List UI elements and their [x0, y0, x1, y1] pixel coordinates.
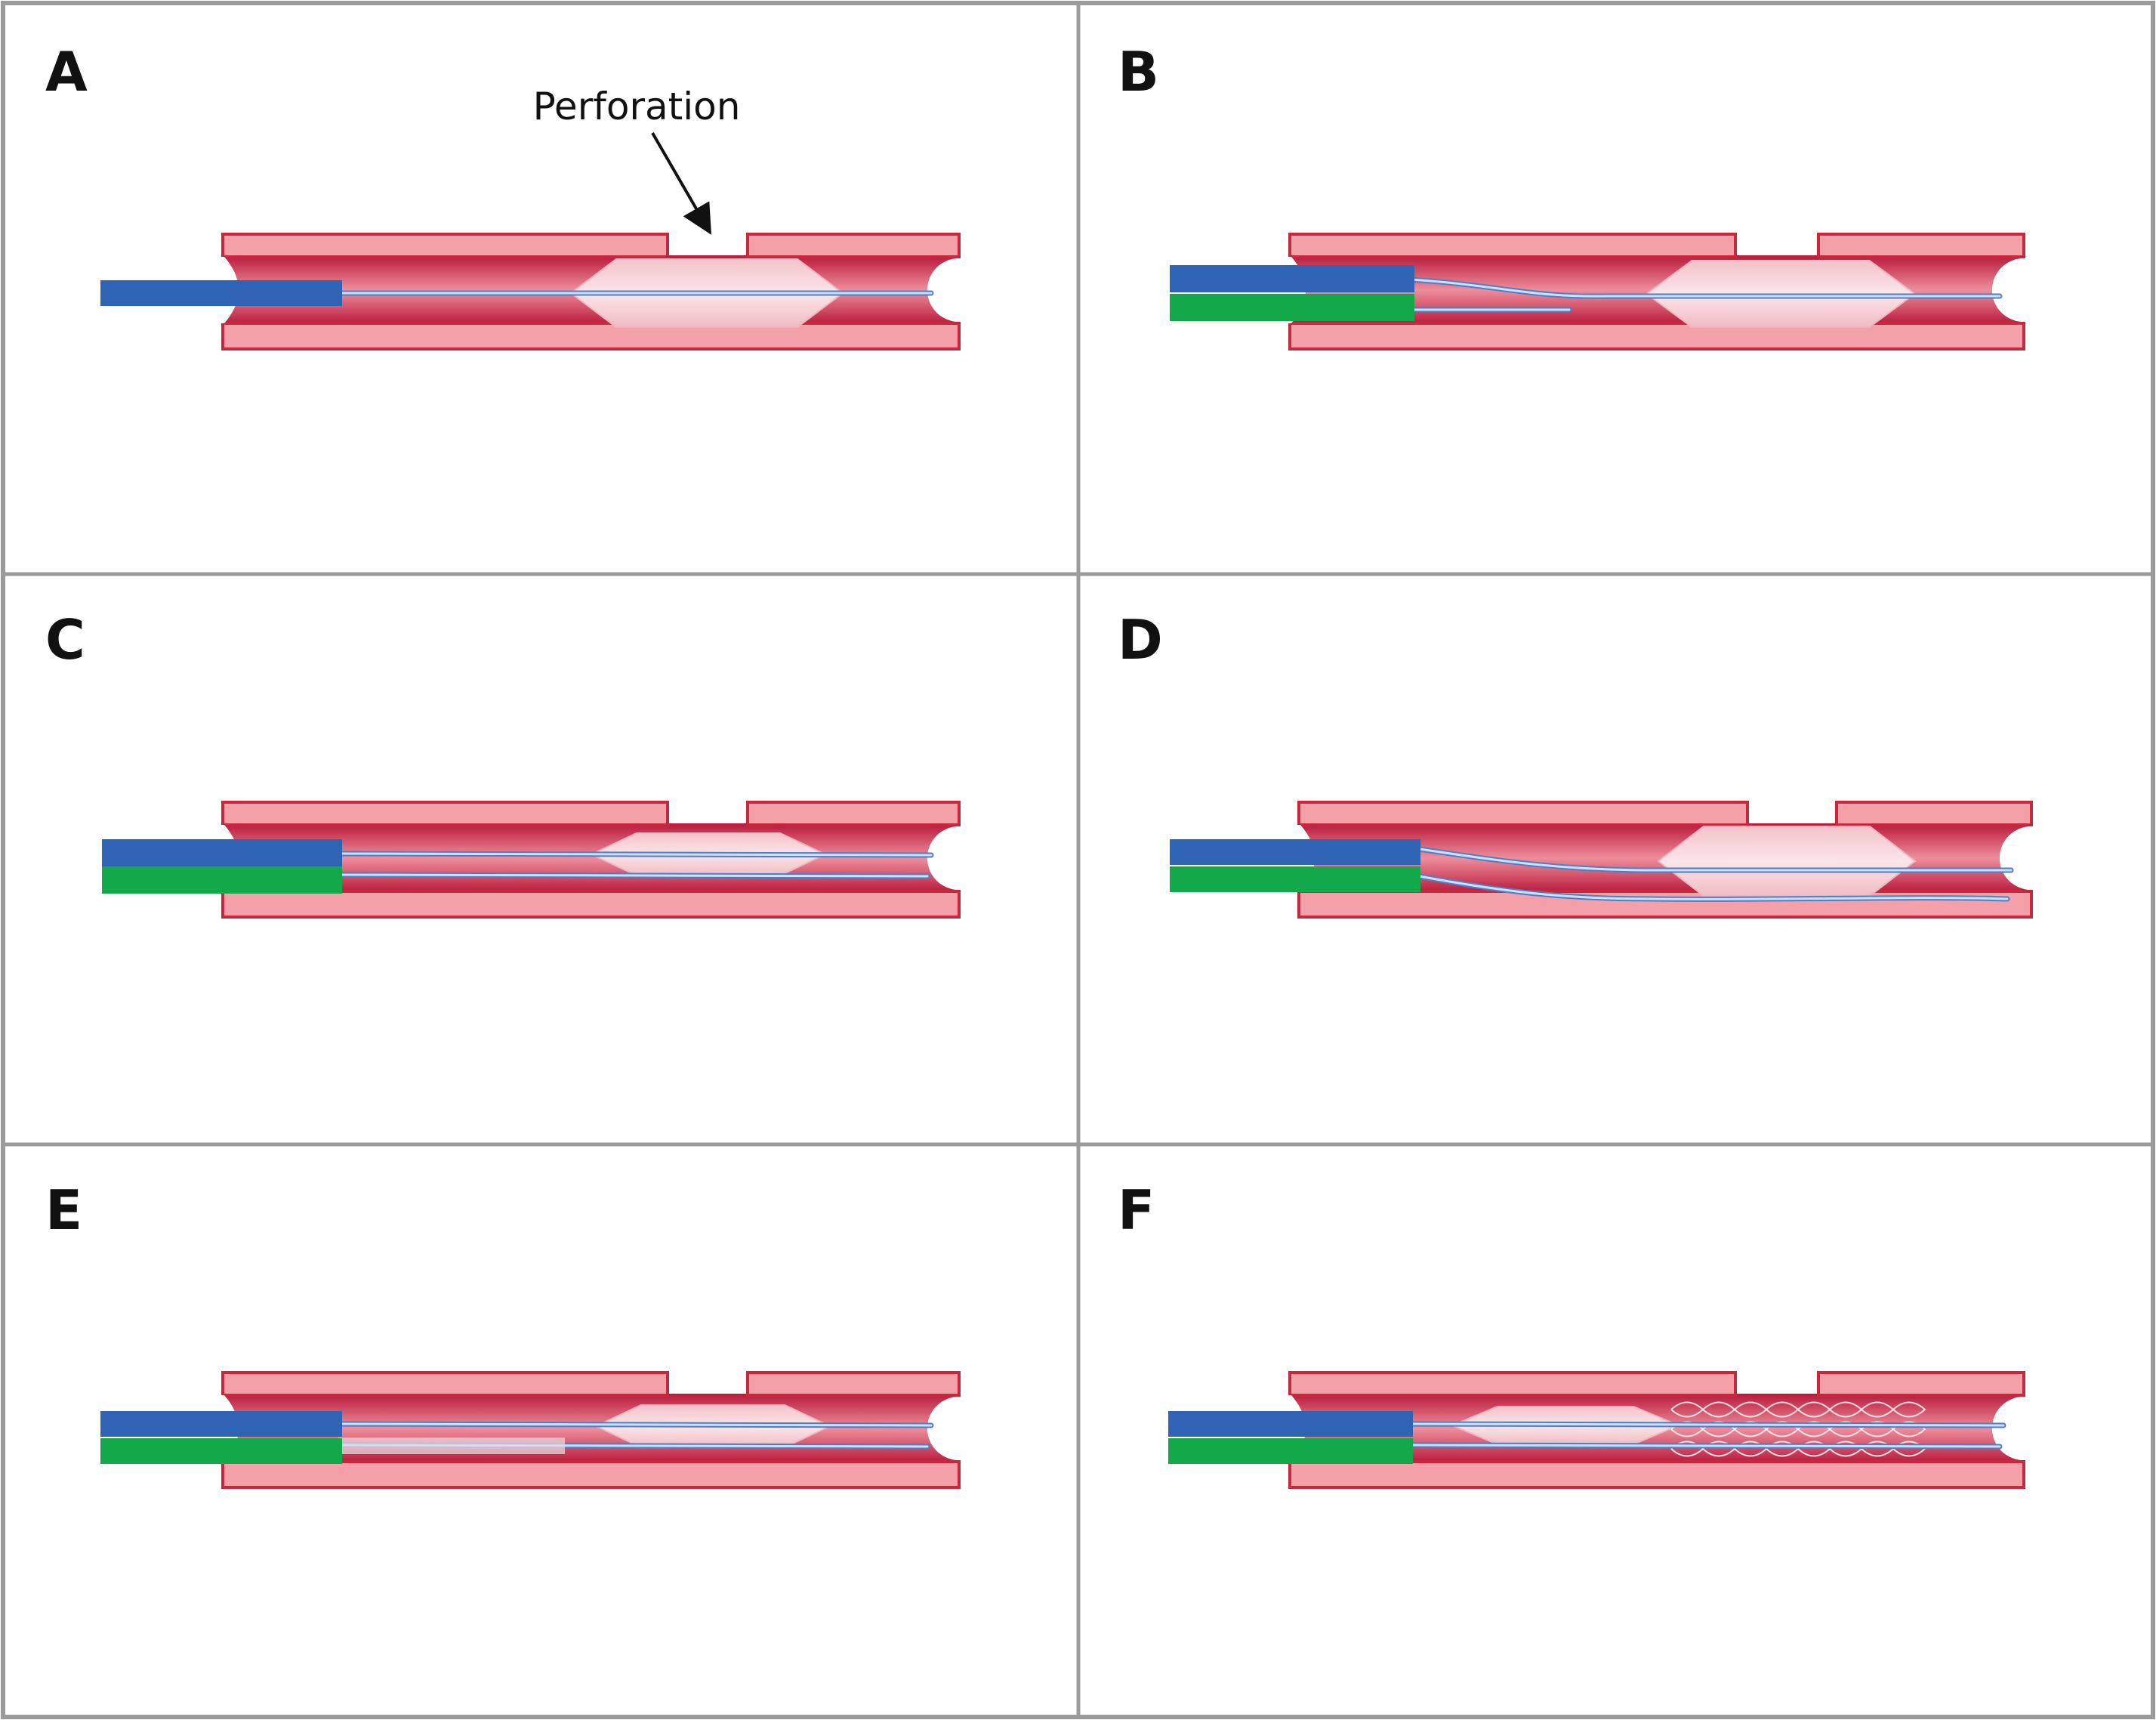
- vessel-wall-top-right: [1835, 801, 2033, 826]
- vessel-wall-top-left: [221, 801, 669, 826]
- vessel-wall-top-left: [221, 233, 669, 258]
- panel-letter: B: [1118, 40, 1159, 103]
- panel-b: B: [1118, 40, 2025, 350]
- vessel-wall-top-right: [1817, 1371, 2025, 1397]
- second-catheter: [1168, 1438, 1413, 1464]
- vessel: [1296, 801, 2033, 919]
- panel-letter: D: [1118, 608, 1163, 672]
- vessel: [220, 801, 961, 919]
- vessel-branch-cutout: [1992, 258, 2024, 322]
- guidewire-highlight: [337, 1422, 933, 1427]
- second-guidewire-highlight: [1409, 1444, 2001, 1448]
- panel-letter: C: [45, 608, 85, 672]
- vessel-wall-bottom: [1288, 322, 2025, 350]
- vessel-wall-bottom: [1288, 1460, 2025, 1489]
- vessel-wall-bottom: [221, 890, 961, 919]
- vessel-wall-top-right: [1817, 233, 2025, 258]
- second-catheter: [1170, 866, 1420, 892]
- guide-catheter: [100, 1411, 342, 1437]
- second-catheter: [100, 1438, 342, 1464]
- crimped-stent-balloon: [338, 1437, 565, 1454]
- guide-catheter: [1170, 265, 1414, 292]
- vessel-wall-bottom: [221, 322, 961, 350]
- guidewire-highlight: [1409, 1422, 2005, 1427]
- panel-letter: F: [1118, 1178, 1155, 1242]
- second-catheter: [102, 866, 342, 894]
- vessel: [220, 1371, 961, 1489]
- vessel-branch-cutout: [927, 1397, 959, 1460]
- guidewire-highlight: [337, 852, 933, 857]
- vessel-branch-cutout: [2000, 826, 2031, 890]
- vessel-lumen: [223, 823, 959, 893]
- panel-d: D: [1118, 608, 2033, 919]
- vessel-wall-top-right: [746, 1371, 961, 1397]
- second-guidewire-highlight: [1418, 875, 2009, 900]
- vessel-wall-top-left: [1297, 801, 1749, 826]
- vessel-branch-cutout: [927, 826, 959, 890]
- perforation-label: Perforation: [533, 85, 741, 128]
- guide-catheter: [102, 839, 342, 866]
- guide-catheter: [1170, 839, 1420, 865]
- guidewire-highlight: [1409, 278, 2001, 298]
- panel-c: C: [45, 608, 961, 919]
- vessel-wall-top-right: [746, 233, 961, 258]
- stent-strut: [1892, 1401, 1926, 1418]
- vessel-wall-top-left: [1288, 233, 1737, 258]
- vessel-wall-bottom: [221, 1460, 961, 1489]
- guide-catheter: [1168, 1411, 1413, 1437]
- panel-letter: A: [45, 40, 88, 103]
- second-catheter: [1170, 294, 1414, 321]
- guide-catheter: [100, 280, 342, 306]
- vessel-branch-cutout: [927, 258, 959, 322]
- balloon: [1657, 826, 1917, 897]
- guidewire-highlight: [1418, 848, 2013, 872]
- vessel-wall-top-left: [221, 1371, 669, 1397]
- vessel-wall-top-right: [746, 801, 961, 826]
- perforation-arrow: [651, 131, 712, 235]
- panel-letter: E: [45, 1178, 82, 1242]
- vessel-wall-top-left: [1288, 1371, 1737, 1397]
- panel-f: F: [1118, 1178, 2025, 1489]
- panel-a: A Perforation: [45, 40, 961, 350]
- panel-e: E: [45, 1178, 961, 1489]
- vessel-wall-bottom: [1297, 890, 2033, 919]
- second-guidewire-highlight: [337, 873, 929, 878]
